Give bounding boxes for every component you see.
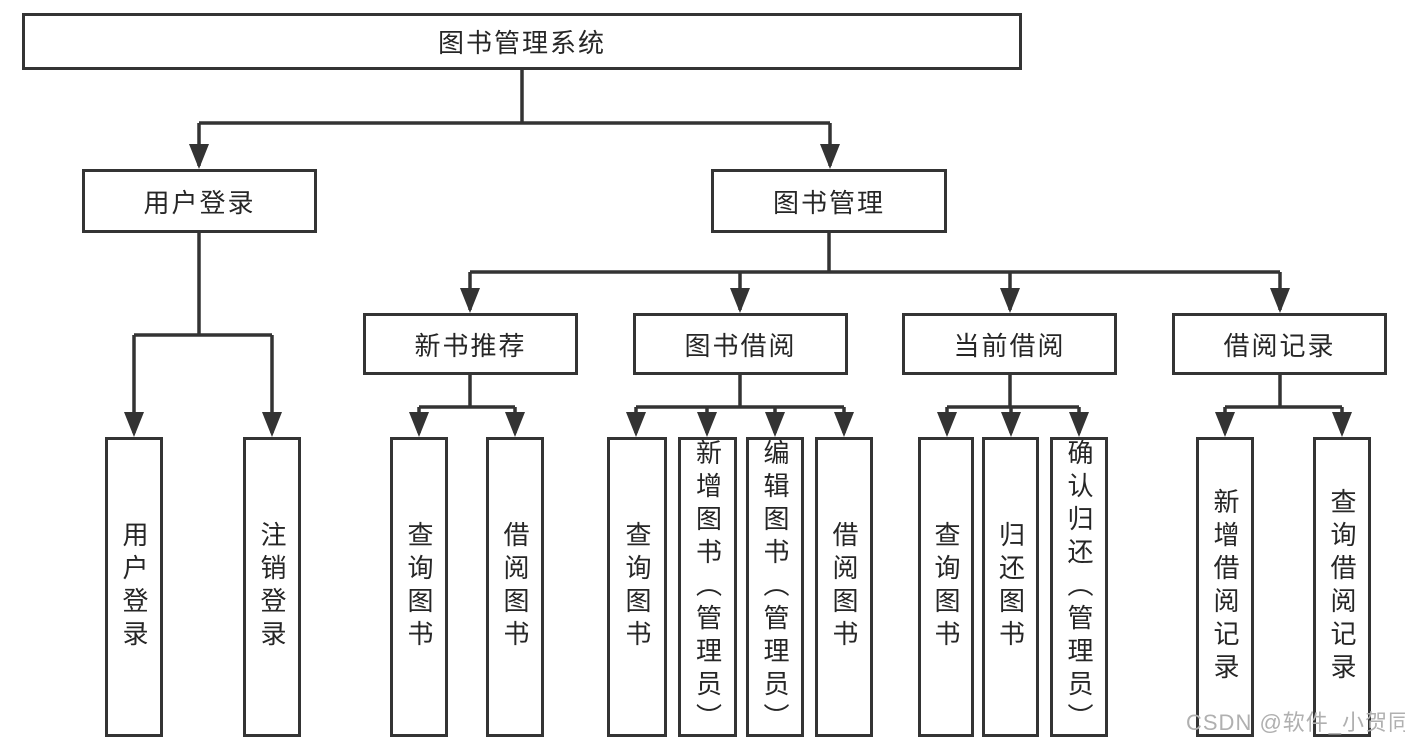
csdn-watermark: CSDN @软件_小贺同学 (1186, 710, 1405, 735)
leaf-query-books-recommend: 查询图书 (390, 437, 448, 737)
arrowhead-icons (124, 144, 1352, 437)
node-borrowing-records-label: 借阅记录 (1223, 330, 1336, 361)
leaf-query-books-current: 查询图书 (918, 437, 974, 737)
leaf-edit-books-admin: 编辑图书（管理员） (746, 437, 804, 737)
node-book-management: 图书管理 (711, 169, 947, 233)
leaf-borrow-books-borrowing: 借阅图书 (815, 437, 873, 737)
leaf-confirm-return-admin: 确认归还（管理员） (1050, 437, 1108, 737)
node-new-book-recommend: 新书推荐 (363, 313, 578, 375)
node-library-system: 图书管理系统 (22, 13, 1022, 70)
node-book-borrowing: 图书借阅 (633, 313, 848, 375)
leaf-query-books-borrowing: 查询图书 (607, 437, 667, 737)
leaf-logout: 注销登录 (243, 437, 301, 737)
leaf-query-borrow-record: 查询借阅记录 (1313, 437, 1371, 737)
node-user-login-label: 用户登录 (143, 187, 256, 218)
node-user-login: 用户登录 (82, 169, 317, 233)
node-current-borrowing: 当前借阅 (902, 313, 1117, 375)
node-current-borrowing-label: 当前借阅 (953, 330, 1066, 361)
leaf-user-login: 用户登录 (105, 437, 163, 737)
node-library-system-label: 图书管理系统 (437, 28, 606, 58)
leaf-add-borrow-record: 新增借阅记录 (1196, 437, 1254, 737)
node-borrowing-records: 借阅记录 (1172, 313, 1387, 375)
leaf-return-books: 归还图书 (982, 437, 1039, 737)
node-book-borrowing-label: 图书借阅 (684, 330, 797, 361)
leaf-borrow-books-recommend: 借阅图书 (486, 437, 544, 737)
node-book-management-label: 图书管理 (772, 187, 885, 218)
leaf-add-books-admin: 新增图书（管理员） (678, 437, 737, 737)
node-new-book-recommend-label: 新书推荐 (414, 330, 527, 361)
